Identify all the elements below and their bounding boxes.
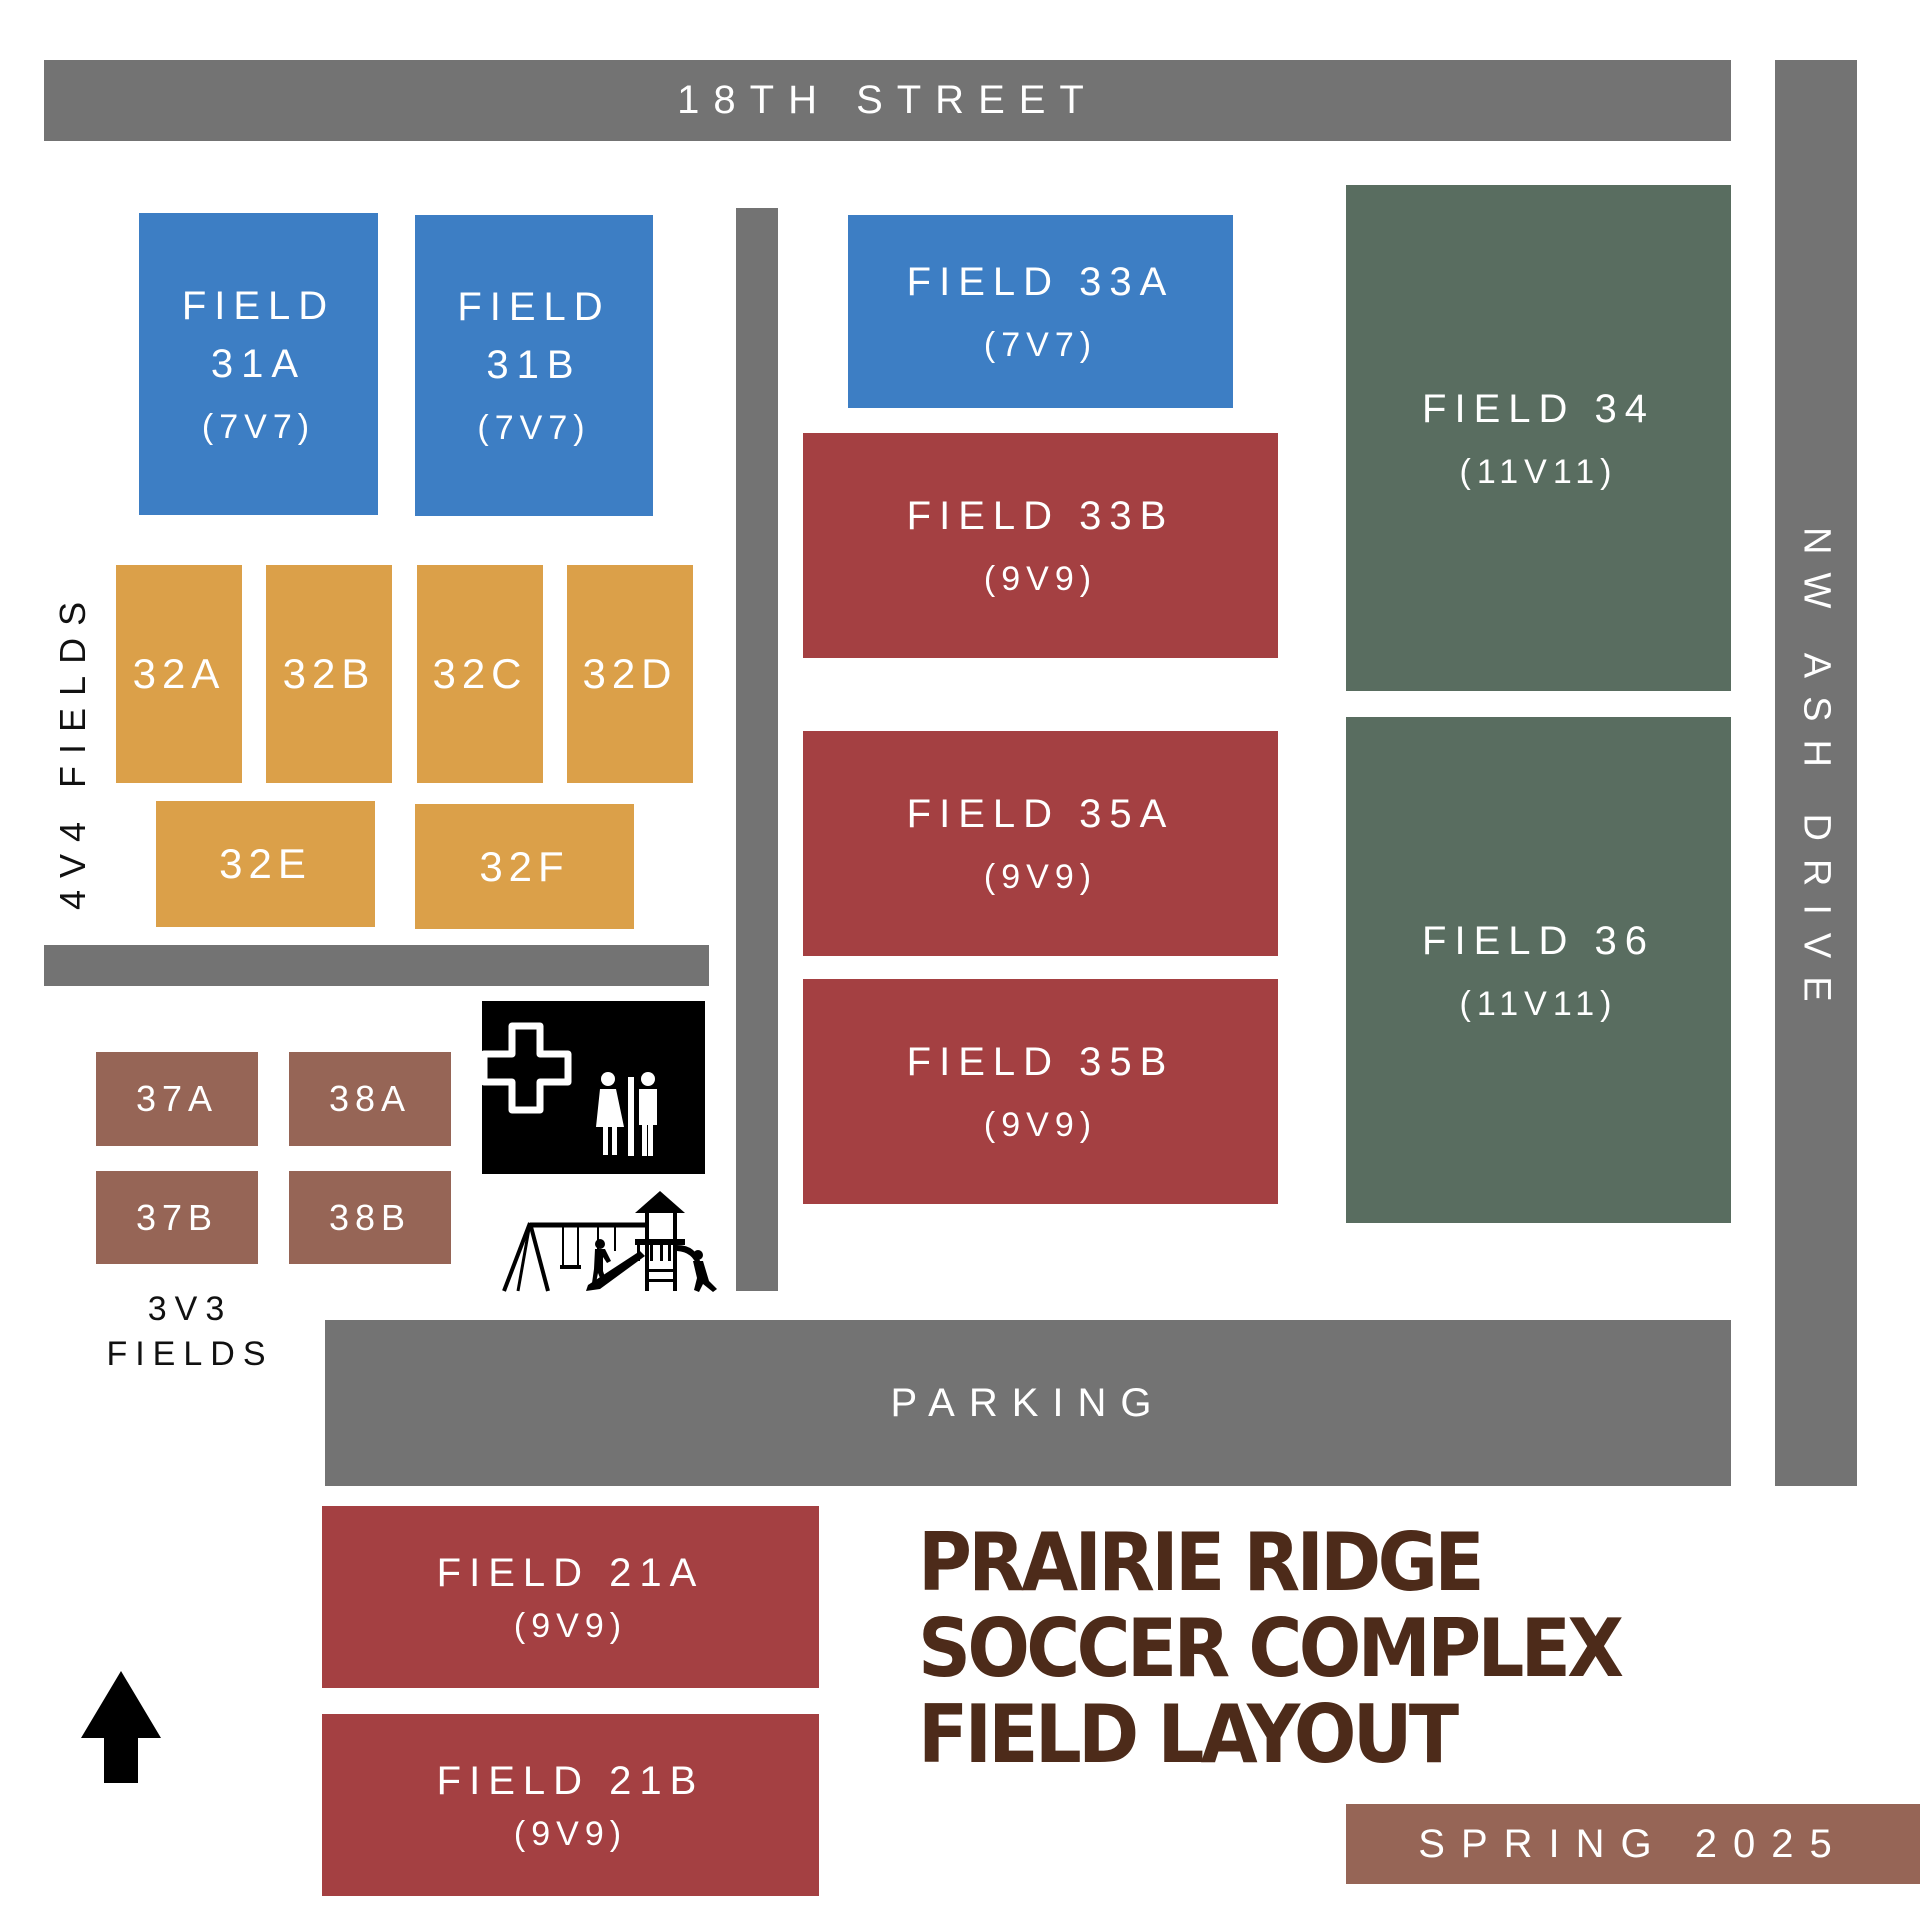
four-v-four-fields-label: 4V4 FIELDS: [48, 580, 98, 920]
field-38a[interactable]: 38A: [289, 1052, 451, 1146]
field-34-name: FIELD 34: [1422, 386, 1655, 431]
title-line2: SOCCER COMPLEX: [918, 1602, 1624, 1695]
field-35a-format: (9V9): [983, 858, 1098, 896]
field-21b[interactable]: FIELD 21B (9V9): [322, 1714, 819, 1896]
field-21a-name: FIELD 21A: [436, 1550, 705, 1595]
field-32e-label: 32E: [219, 840, 312, 887]
field-21a-format: (9V9): [513, 1606, 628, 1645]
parking-label: PARKING: [890, 1380, 1166, 1425]
field-33b-name: FIELD 33B: [906, 494, 1175, 538]
season-badge: SPRING 2025: [1346, 1804, 1920, 1884]
field-33a-format: (7V7): [983, 326, 1098, 364]
field-35b[interactable]: FIELD 35B (9V9): [803, 979, 1278, 1204]
field-35b-format: (9V9): [983, 1106, 1098, 1144]
parking-lot: PARKING: [325, 1320, 1731, 1486]
field-35a[interactable]: FIELD 35A (9V9): [803, 731, 1278, 956]
field-32c[interactable]: 32C: [417, 565, 543, 783]
field-31b-name-line2: 31B: [486, 343, 582, 387]
field-31b-format: (7V7): [477, 409, 591, 447]
amenities-box[interactable]: [482, 1001, 705, 1174]
field-34-format: (11V11): [1459, 452, 1618, 491]
title-line3: FIELD LAYOUT: [918, 1688, 1459, 1781]
field-31a-format: (7V7): [201, 407, 316, 446]
field-32d[interactable]: 32D: [567, 565, 693, 783]
title-line1: PRAIRIE RIDGE: [918, 1516, 1485, 1609]
field-32f[interactable]: 32F: [415, 804, 634, 929]
field-33a[interactable]: FIELD 33A (7V7): [848, 215, 1233, 408]
field-32a[interactable]: 32A: [116, 565, 242, 783]
field-38b-label: 38B: [328, 1196, 412, 1238]
field-36-name: FIELD 36: [1422, 918, 1655, 963]
field-33b[interactable]: FIELD 33B (9V9): [803, 433, 1278, 658]
field-35a-name: FIELD 35A: [906, 792, 1175, 836]
field-36-format: (11V11): [1459, 984, 1618, 1023]
field-21b-format: (9V9): [513, 1814, 628, 1853]
three-v-three-label-line2: FIELDS: [106, 1335, 274, 1373]
road-18th-street: 18TH STREET: [44, 60, 1731, 141]
field-21a[interactable]: FIELD 21A (9V9): [322, 1506, 819, 1688]
field-37a-label: 37A: [135, 1078, 219, 1119]
center-divider-path: [736, 208, 778, 1291]
three-v-three-fields-label: 3V3 FIELDS: [80, 1290, 300, 1374]
field-35b-name: FIELD 35B: [906, 1040, 1175, 1084]
playground-icon[interactable]: [490, 1181, 720, 1293]
road-nw-ash-drive: NW ASH DRIVE: [1775, 60, 1857, 1486]
three-v-three-label-line1: 3V3: [147, 1290, 233, 1328]
left-divider-path: [44, 945, 709, 986]
field-32b[interactable]: 32B: [266, 565, 392, 783]
north-arrow-icon: [81, 1671, 161, 1783]
road-nw-ash-drive-label: NW ASH DRIVE: [1795, 526, 1838, 1020]
field-32c-label: 32C: [432, 650, 528, 697]
field-31b-name-line1: FIELD: [457, 285, 611, 329]
field-31a-name-line2: 31A: [210, 341, 307, 386]
field-31a[interactable]: FIELD 31A (7V7): [139, 213, 378, 515]
page-title: PRAIRIE RIDGE SOCCER COMPLEX FIELD LAYOU…: [918, 1520, 1746, 1778]
restroom-icon: [596, 1072, 657, 1156]
field-31a-name-line1: FIELD: [181, 283, 336, 328]
field-37a[interactable]: 37A: [96, 1052, 258, 1146]
four-v-four-fields-label-text: 4V4 FIELDS: [52, 589, 93, 911]
field-37b-label: 37B: [135, 1196, 219, 1238]
field-21b-name: FIELD 21B: [436, 1758, 705, 1803]
season-badge-text: SPRING 2025: [1418, 1821, 1848, 1866]
field-32d-label: 32D: [582, 650, 678, 697]
road-18th-street-label: 18TH STREET: [677, 78, 1098, 122]
field-38b[interactable]: 38B: [289, 1171, 451, 1264]
field-31b[interactable]: FIELD 31B (7V7): [415, 215, 653, 516]
first-aid-icon: [482, 1022, 572, 1114]
field-38a-label: 38A: [328, 1078, 412, 1119]
field-37b[interactable]: 37B: [96, 1171, 258, 1264]
field-33b-format: (9V9): [983, 560, 1098, 598]
field-32a-label: 32A: [132, 650, 226, 697]
field-36[interactable]: FIELD 36 (11V11): [1346, 717, 1731, 1223]
field-33a-name: FIELD 33A: [906, 260, 1175, 304]
field-34[interactable]: FIELD 34 (11V11): [1346, 185, 1731, 691]
field-32e[interactable]: 32E: [156, 801, 375, 927]
field-32f-label: 32F: [479, 842, 570, 890]
field-32b-label: 32B: [282, 650, 376, 697]
